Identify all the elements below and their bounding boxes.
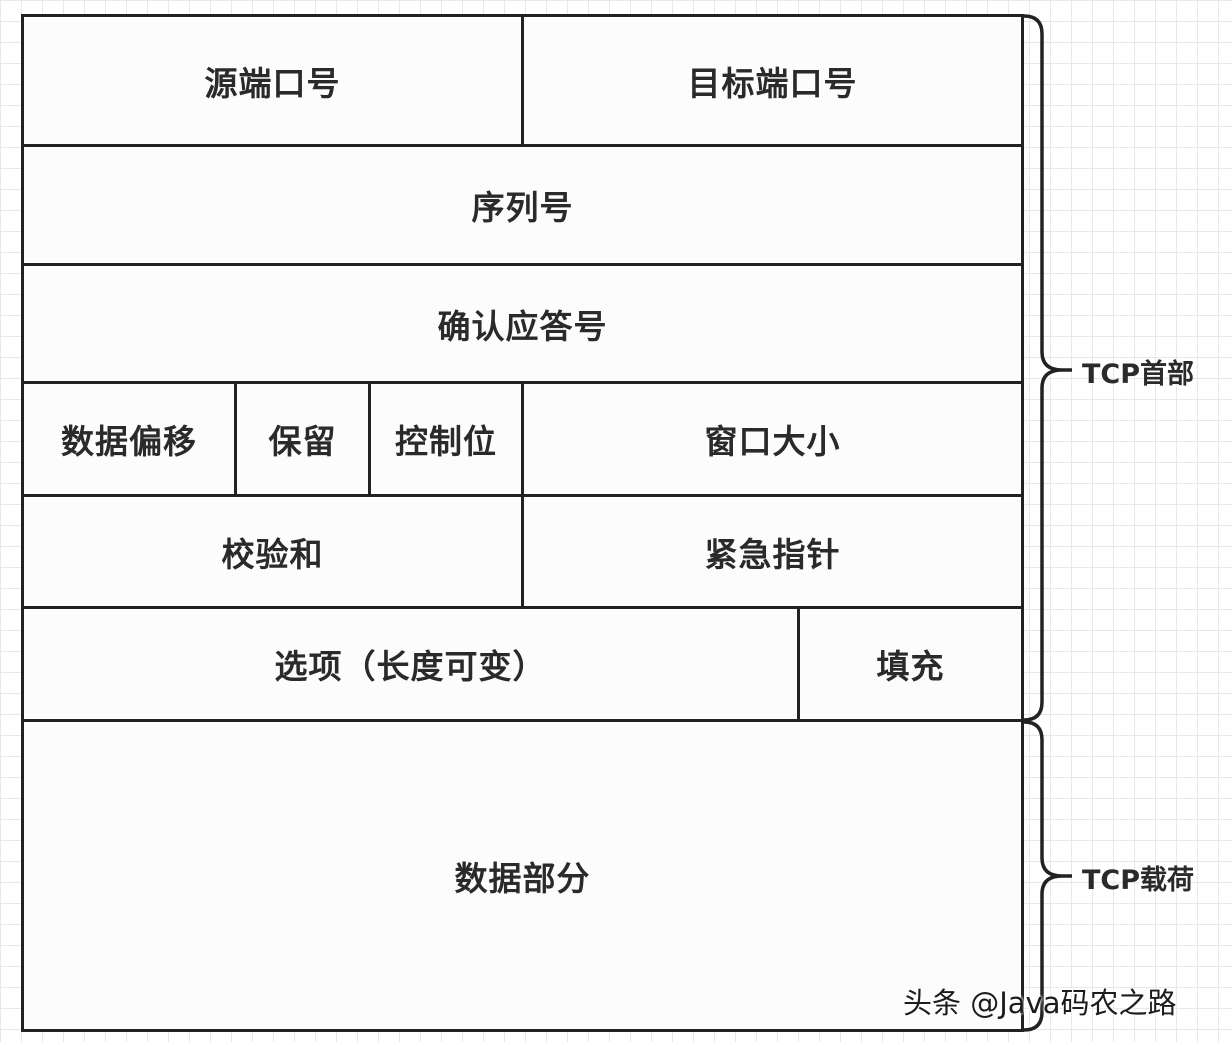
header-brace-label: TCP首部 (1082, 359, 1195, 390)
field-destination-port-label: 目标端口号 (687, 63, 858, 103)
field-payload: 数据部分 (21, 719, 1024, 1032)
payload-brace-label: TCP载荷 (1082, 865, 1195, 896)
field-sequence-number-label: 序列号 (471, 188, 574, 227)
field-sequence-number: 序列号 (21, 144, 1024, 266)
field-control-bits: 控制位 (368, 381, 524, 497)
field-source-port-label: 源端口号 (204, 63, 341, 103)
field-reserved: 保留 (234, 381, 371, 497)
field-options-label: 选项（长度可变） (274, 647, 547, 686)
field-ack-number-label: 确认应答号 (437, 306, 608, 346)
field-control-bits-label: 控制位 (395, 422, 497, 461)
field-padding: 填充 (797, 606, 1024, 722)
field-reserved-label: 保留 (268, 422, 337, 461)
header-brace (1023, 14, 1063, 722)
field-source-port: 源端口号 (21, 14, 524, 147)
field-ack-number: 确认应答号 (21, 263, 1024, 384)
field-payload-label: 数据部分 (454, 858, 591, 898)
field-padding-label: 填充 (876, 647, 945, 686)
field-urgent-pointer-label: 紧急指针 (704, 534, 841, 574)
field-checksum-label: 校验和 (221, 534, 324, 574)
field-window-size: 窗口大小 (521, 381, 1024, 497)
field-urgent-pointer: 紧急指针 (521, 494, 1024, 609)
field-window-size-label: 窗口大小 (704, 422, 841, 461)
field-checksum: 校验和 (21, 494, 524, 609)
watermark: 头条 @Java码农之路 (903, 986, 1177, 1020)
field-data-offset: 数据偏移 (21, 381, 237, 497)
field-data-offset-label: 数据偏移 (61, 422, 197, 461)
